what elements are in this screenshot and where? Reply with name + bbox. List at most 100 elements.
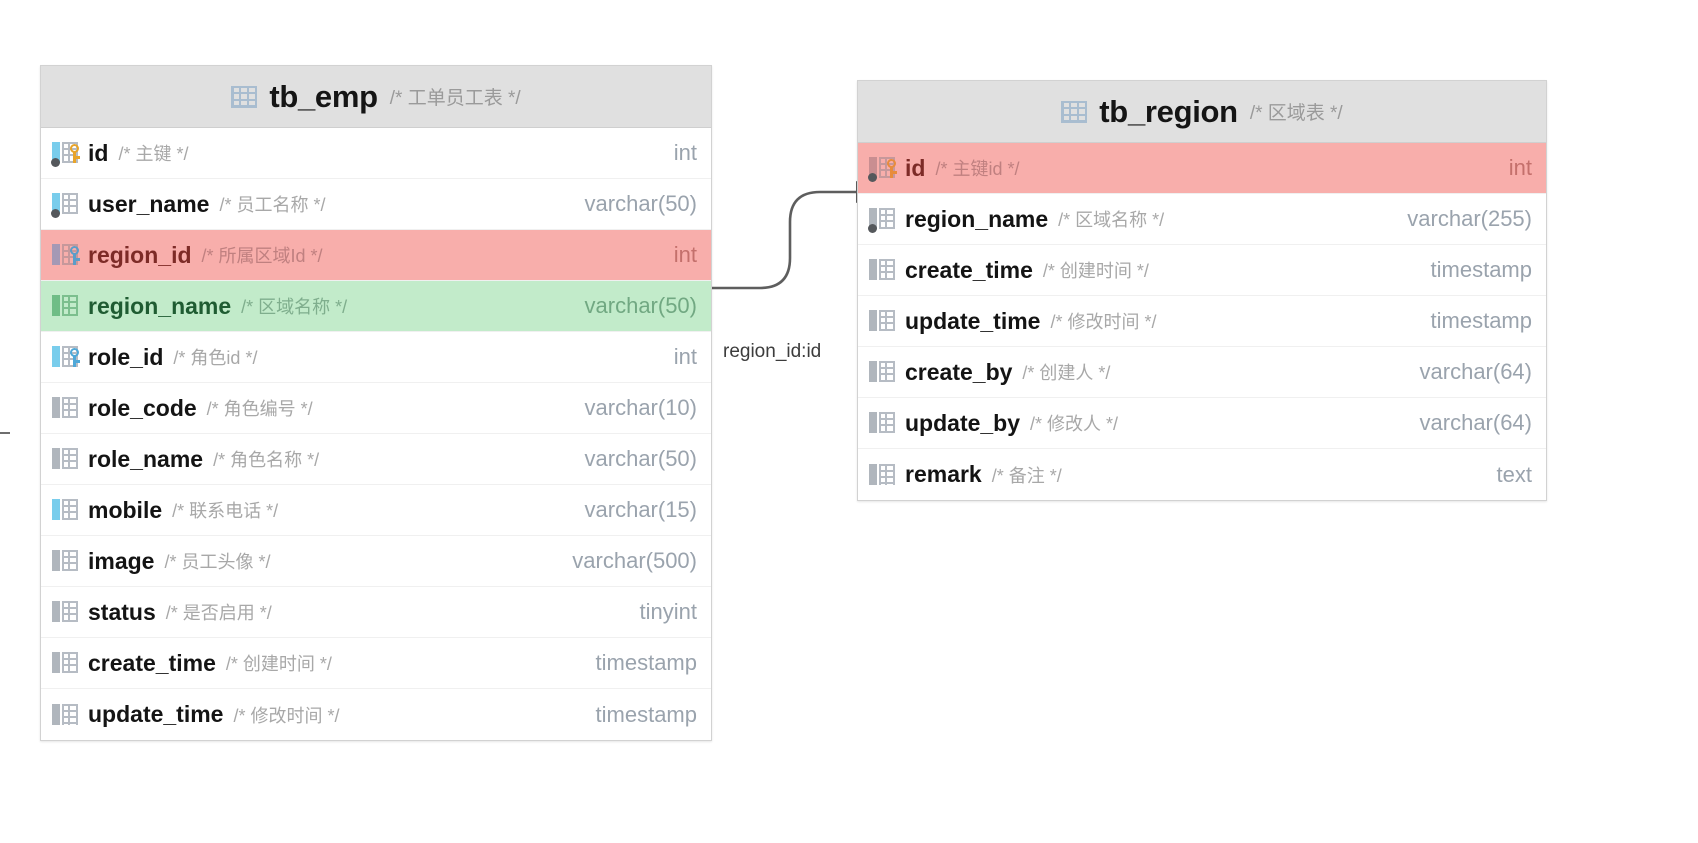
column-name: mobile xyxy=(88,496,163,523)
table-comment-tb-emp: /* 工单员工表 */ xyxy=(389,88,521,109)
column-row[interactable]: update_time /* 修改时间 */ timestamp xyxy=(41,689,711,740)
column-name: id xyxy=(88,139,109,166)
column-row[interactable]: remark /* 备注 */ text xyxy=(858,449,1546,500)
column-comment: /* 员工名称 */ xyxy=(219,195,326,215)
column-row[interactable]: role_code/* 角色编号 */varchar(10) xyxy=(41,383,711,434)
column-row[interactable]: role_name/* 角色名称 */varchar(50) xyxy=(41,434,711,485)
column-icon xyxy=(868,205,898,233)
relationship-label: region_id:id xyxy=(723,341,822,362)
column-comment: /* 备注 */ xyxy=(991,465,1062,486)
table-card-tb-region[interactable]: tb_region /* 区域表 */ id /* 主键id */ int regio… xyxy=(857,80,1547,501)
column-type: int xyxy=(1508,155,1532,180)
column-name: create_by xyxy=(905,358,1013,385)
column-name: remark xyxy=(905,461,982,487)
indexed-key-icon xyxy=(51,343,81,371)
column-type: varchar(255) xyxy=(1407,206,1532,231)
primary-key-icon xyxy=(51,139,81,167)
column-name: region_name xyxy=(905,205,1049,232)
column-icon xyxy=(51,190,81,218)
column-comment: /* 创建时间 */ xyxy=(1042,261,1149,281)
table-header-tb-region[interactable]: tb_region /* 区域表 */ xyxy=(858,81,1546,143)
column-type: varchar(50) xyxy=(584,191,697,216)
column-row[interactable]: create_by /* 创建人 */ varchar(64) xyxy=(858,347,1546,398)
column-name: update_by xyxy=(905,409,1021,436)
column-name: update_time xyxy=(88,701,224,727)
column-comment: /* 修改时间 */ xyxy=(233,705,340,726)
column-row[interactable]: create_time /* 创建时间 */ timestamp xyxy=(858,245,1546,296)
column-type: varchar(500) xyxy=(572,548,697,573)
column-comment: /* 修改人 */ xyxy=(1030,414,1119,434)
column-comment: /* 创建时间 */ xyxy=(225,654,332,674)
key-icon xyxy=(68,246,81,266)
column-name: region_name xyxy=(88,292,232,319)
column-comment: /* 所属区域Id */ xyxy=(201,246,323,266)
column-comment: /* 区域名称 */ xyxy=(1058,210,1165,230)
column-name: user_name xyxy=(88,190,210,217)
column-type: varchar(50) xyxy=(584,446,697,471)
column-row[interactable]: status /* 是否启用 */ tinyint xyxy=(41,587,711,638)
not-null-dot-icon xyxy=(868,173,877,182)
column-type: int xyxy=(673,140,697,165)
column-comment: /* 创建人 */ xyxy=(1022,363,1111,383)
column-row[interactable]: update_by /* 修改人 */ varchar(64) xyxy=(858,398,1546,449)
not-null-dot-icon xyxy=(868,224,877,233)
column-type: text xyxy=(1496,461,1532,487)
column-type: varchar(64) xyxy=(1419,410,1532,435)
not-null-dot-icon xyxy=(51,158,60,167)
table-columns-tb-emp: id/* 主键 */int user_name /* 员工名称 */ varchar(… xyxy=(41,128,711,740)
column-comment: /* 主键id */ xyxy=(935,159,1020,179)
column-icon xyxy=(51,701,81,729)
column-comment: /* 联系电话 */ xyxy=(172,501,279,521)
column-type: int xyxy=(673,242,697,267)
column-comment: /* 角色编号 */ xyxy=(206,399,313,419)
column-row[interactable]: region_id/* 所属区域Id */int xyxy=(41,230,711,281)
column-row[interactable]: id /* 主键id */ int xyxy=(858,143,1546,194)
column-icon xyxy=(51,496,81,524)
column-type: timestamp xyxy=(595,701,697,727)
column-type: tinyint xyxy=(639,599,697,624)
column-type: timestamp xyxy=(595,650,697,675)
table-name-tb-emp: tb_emp xyxy=(269,78,378,114)
column-icon xyxy=(868,307,898,335)
column-name: create_time xyxy=(905,256,1033,283)
table-columns-tb-region: id /* 主键id */ int region_name /* 区域名称 */ varc… xyxy=(858,143,1546,500)
column-row[interactable]: region_name /* 区域名称 */ varchar(255) xyxy=(858,194,1546,245)
column-row[interactable]: id/* 主键 */int xyxy=(41,128,711,179)
column-comment: /* 是否启用 */ xyxy=(165,603,272,623)
column-row[interactable]: region_name /* 区域名称 */ varchar(50) xyxy=(41,281,711,332)
column-name: id xyxy=(905,154,926,181)
column-name: image xyxy=(88,547,155,574)
not-null-dot-icon xyxy=(51,209,60,218)
column-icon xyxy=(51,394,81,422)
column-row[interactable]: create_time/* 创建时间 */timestamp xyxy=(41,638,711,689)
key-icon xyxy=(885,159,898,179)
column-icon xyxy=(51,598,81,626)
column-row[interactable]: mobile /* 联系电话 */ varchar(15) xyxy=(41,485,711,536)
table-grid-icon xyxy=(1061,100,1088,123)
column-name: role_id xyxy=(88,343,164,370)
column-icon xyxy=(51,292,81,320)
column-type: varchar(15) xyxy=(584,497,697,522)
column-name: role_code xyxy=(88,394,197,421)
column-row[interactable]: update_time/* 修改时间 */timestamp xyxy=(858,296,1546,347)
column-row[interactable]: role_id/* 角色id */int xyxy=(41,332,711,383)
column-comment: /* 员工头像 */ xyxy=(164,552,271,572)
column-type: varchar(50) xyxy=(584,293,697,318)
primary-key-icon xyxy=(868,154,898,182)
column-type: timestamp xyxy=(1430,257,1532,282)
table-header-tb-emp[interactable]: tb_emp /* 工单员工表 */ xyxy=(41,66,711,128)
column-icon xyxy=(868,256,898,284)
column-icon xyxy=(51,547,81,575)
column-name: status xyxy=(88,598,156,625)
key-icon xyxy=(68,348,81,368)
column-icon xyxy=(868,409,898,437)
edge-connector-stub xyxy=(0,432,10,434)
column-row[interactable]: image /* 员工头像 */ varchar(500) xyxy=(41,536,711,587)
column-row[interactable]: user_name /* 员工名称 */ varchar(50) xyxy=(41,179,711,230)
column-type: varchar(64) xyxy=(1419,359,1532,384)
column-comment: /* 角色名称 */ xyxy=(213,450,320,470)
column-comment: /* 区域名称 */ xyxy=(241,297,348,317)
column-icon xyxy=(51,649,81,677)
